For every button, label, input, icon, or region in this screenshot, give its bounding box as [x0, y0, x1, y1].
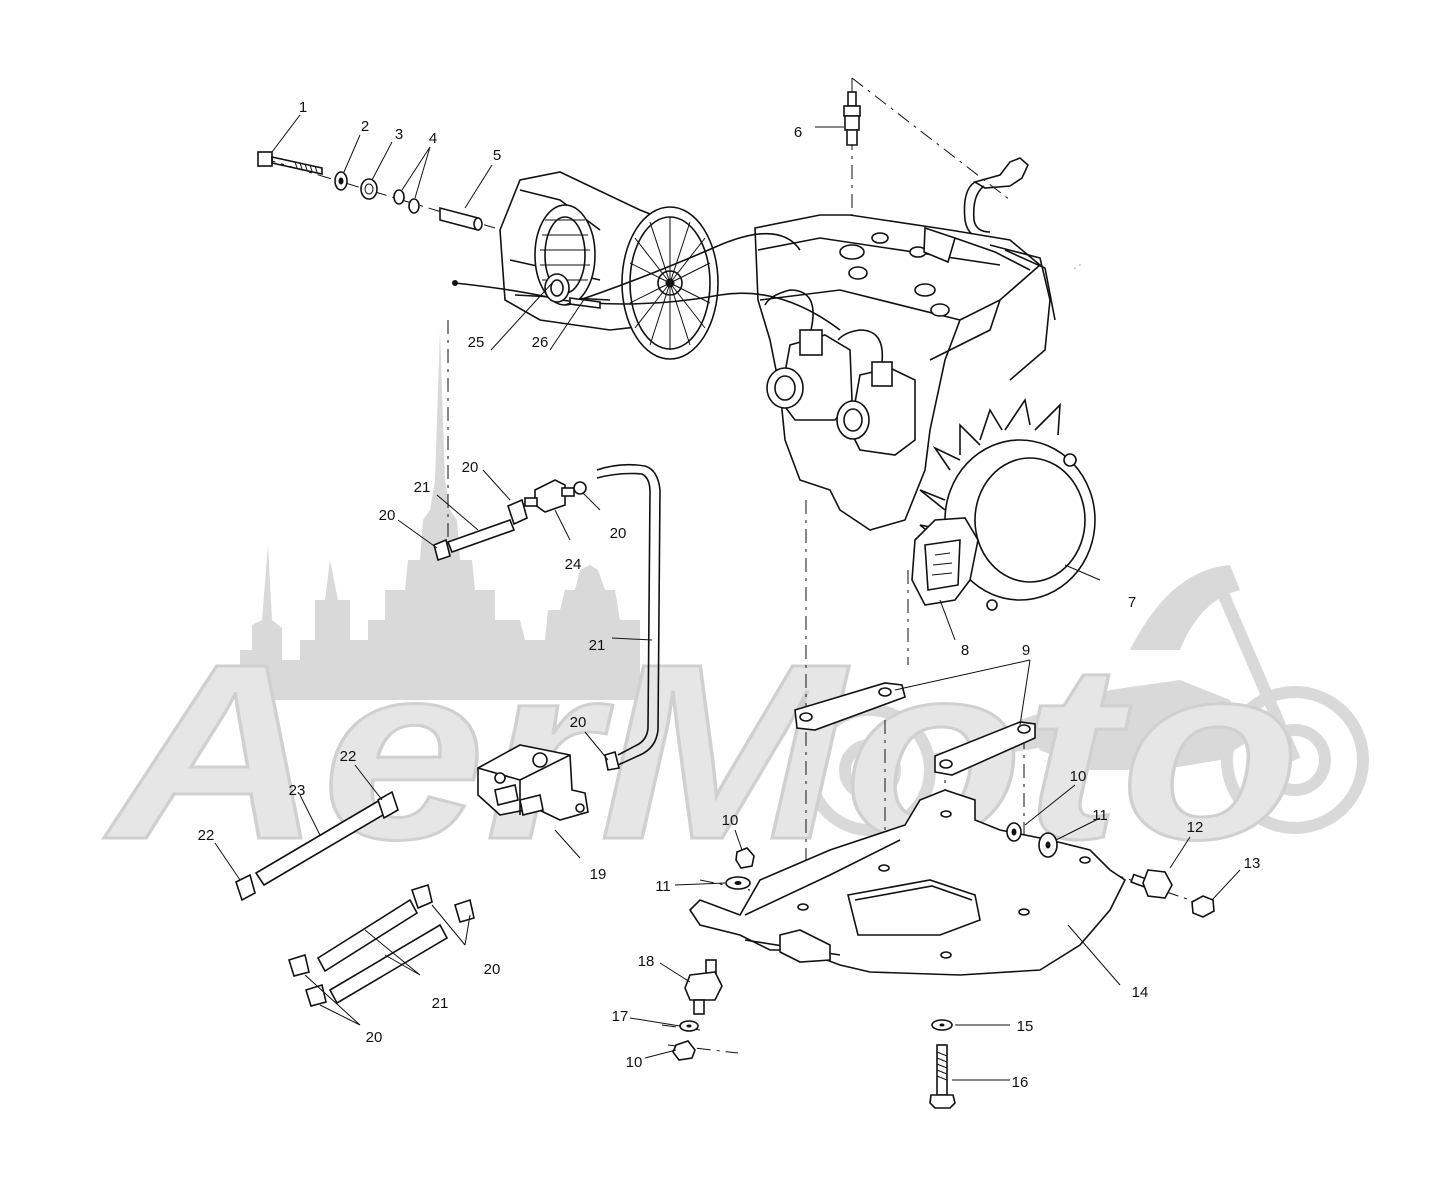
hose-clamp-parts-20	[433, 481, 620, 771]
callout-18: 18	[638, 953, 655, 970]
callout-3: 3	[395, 126, 403, 143]
callout-19: 19	[590, 866, 607, 883]
callout-26: 26	[532, 334, 549, 351]
bolt-part-1	[257, 151, 323, 175]
clamp-parts-22	[235, 790, 399, 902]
callout-15: 15	[1017, 1018, 1034, 1035]
callout-6: 6	[794, 124, 802, 141]
callout-20-c: 20	[610, 525, 627, 542]
washer-part-17	[679, 1020, 699, 1032]
washer-part-11	[725, 832, 1058, 890]
watermark: AerMoto	[101, 330, 1369, 893]
callout-12: 12	[1187, 819, 1204, 836]
recoil-handle-part-8	[911, 517, 998, 611]
engine-spacers-part-9	[794, 682, 1036, 776]
callout-11-left: 11	[655, 878, 671, 895]
spacer-part-5	[439, 206, 483, 232]
spark-plug-part-6	[843, 91, 861, 146]
callout-22-b: 22	[198, 827, 215, 844]
callout-10-bottom: 10	[626, 1054, 643, 1071]
callout-20-b: 20	[379, 507, 396, 524]
fuel-fitting-part-24	[524, 479, 575, 513]
callout-21-a: 21	[414, 479, 431, 496]
bolt-part-16	[929, 1044, 956, 1109]
callout-20-f: 20	[366, 1029, 383, 1046]
callout-24: 24	[565, 556, 582, 573]
carburetors	[764, 289, 916, 456]
callout-7: 7	[1128, 594, 1136, 611]
callout-25: 25	[468, 334, 485, 351]
callout-20-e: 20	[484, 961, 501, 978]
primary-clutch	[499, 171, 719, 360]
watermark-skyline	[240, 330, 640, 700]
lower-hoses-part-21	[316, 898, 449, 1005]
callout-16: 16	[1012, 1074, 1029, 1091]
callout-1: 1	[299, 99, 307, 116]
callout-22-a: 22	[340, 748, 357, 765]
callout-9: 9	[1022, 642, 1030, 659]
callout-20-a: 20	[462, 459, 479, 476]
callout-10-top: 10	[722, 812, 739, 829]
watermark-text: AerMoto	[103, 612, 1300, 891]
callout-4: 4	[429, 130, 437, 147]
throttle-cable-part-26	[452, 232, 841, 331]
callout-labels: 1 2 3 4 5 6 7 8 9 10 10 10 11 11 12 13 1…	[198, 99, 1261, 1091]
fuel-hose-part-21	[446, 463, 661, 766]
callout-2: 2	[361, 118, 369, 135]
callout-13: 13	[1244, 855, 1261, 872]
callout-10-right: 10	[1070, 768, 1087, 785]
fuel-pump-part-19	[477, 744, 589, 821]
rubber-mount-part-18	[684, 959, 723, 1015]
callout-20-d: 20	[570, 714, 587, 731]
recoil-starter-part-7	[919, 264, 1096, 601]
callout-21-b: 21	[589, 637, 606, 654]
washer-part-2	[334, 171, 348, 191]
lower-clamps-part-20	[287, 883, 475, 1007]
callout-5: 5	[493, 147, 501, 164]
washer-part-15	[931, 1019, 953, 1031]
spark-plug-wire	[963, 157, 1029, 241]
rubber-mount-part-12	[1130, 869, 1173, 899]
leader-lines	[214, 114, 1241, 1081]
callout-11-right: 11	[1092, 807, 1108, 824]
o-rings-part-4	[393, 189, 420, 214]
callout-23: 23	[289, 782, 306, 799]
cable-clip-part-25	[544, 273, 570, 303]
nut-part-13	[1191, 895, 1215, 918]
callout-8: 8	[961, 642, 969, 659]
lock-nut-part-10	[672, 822, 1022, 1061]
callout-21-c: 21	[432, 995, 449, 1012]
callout-14: 14	[1132, 984, 1149, 1001]
callout-17: 17	[612, 1008, 629, 1025]
nut-part-3	[360, 178, 378, 200]
